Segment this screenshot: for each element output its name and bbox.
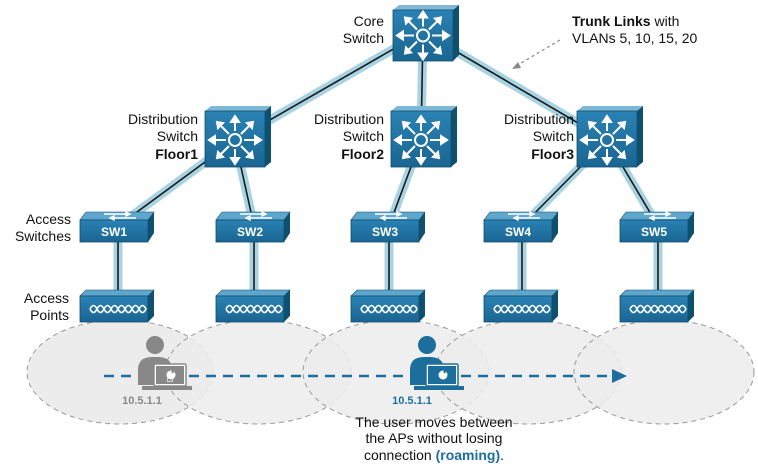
- access-points-label-2: Points: [30, 307, 69, 323]
- dist-label-3-line1: Distribution: [504, 111, 574, 127]
- dist-label-1-line2: Switch: [157, 128, 198, 144]
- dist-label-1-line1: Distribution: [128, 111, 198, 127]
- access-switch-label: SW3: [372, 225, 398, 239]
- trunk-label-rest: with: [651, 13, 680, 29]
- core-switch-label-2: Switch: [343, 30, 384, 46]
- access-switch-sw5: SW5: [619, 210, 695, 243]
- access-point-1: [79, 289, 155, 323]
- access-switch-sw4: SW4: [483, 210, 559, 243]
- access-switches-label-2: Switches: [15, 228, 71, 244]
- roaming-note-line2: the APs without losing: [366, 430, 503, 446]
- distribution-switch-floor1: [204, 106, 271, 168]
- user-laptop-icon: [410, 336, 464, 390]
- distribution-switch-floor2: [390, 106, 457, 168]
- access-switch-label: SW4: [505, 225, 531, 239]
- roaming-note-highlight: (roaming): [436, 447, 501, 463]
- access-point-3: [350, 289, 426, 323]
- trunk-label-bold: Trunk Links: [572, 13, 651, 29]
- access-switch-sw1: SW1: [79, 210, 155, 243]
- access-point-4: [483, 289, 559, 323]
- access-switch-label: SW5: [641, 225, 667, 239]
- roaming-note-pre: connection: [364, 447, 436, 463]
- access-points-label: Access: [24, 290, 69, 306]
- roaming-note-line1: The user moves between: [355, 414, 512, 430]
- roaming-note-line3: connection (roaming).: [364, 447, 504, 463]
- dist-label-3-floor: Floor3: [531, 146, 574, 162]
- roaming-arrow-head: [612, 369, 627, 383]
- access-switch-sw2: SW2: [215, 210, 291, 243]
- dist-label-3-line2: Switch: [533, 128, 574, 144]
- coverage-areas: [26, 319, 755, 425]
- access-points: [79, 289, 695, 323]
- user-ip-previous: 10.5.1.1: [122, 395, 162, 407]
- trunk-pointer: [515, 39, 561, 67]
- trunk-pointer-arrow: [512, 62, 521, 69]
- dist-label-1-floor: Floor1: [155, 146, 198, 162]
- distribution-switch-floor3: [576, 106, 643, 168]
- dist-label-2-line1: Distribution: [314, 111, 384, 127]
- trunk-label-vlans: VLANs 5, 10, 15, 20: [572, 30, 698, 46]
- dist-label-2-line2: Switch: [343, 128, 384, 144]
- access-switch-label: SW2: [237, 225, 263, 239]
- core-switch: [392, 5, 459, 62]
- access-point-2: [215, 289, 291, 323]
- roaming-note-post: .: [500, 447, 504, 463]
- access-switches: SW1 SW2 SW3: [79, 210, 695, 243]
- user-ip-current: 10.5.1.1: [392, 395, 432, 407]
- coverage-area-ap5: [573, 319, 755, 425]
- access-switches-label: Access: [26, 211, 71, 227]
- dist-label-2-floor: Floor2: [341, 146, 384, 162]
- trunk-label: Trunk Links with: [572, 13, 679, 29]
- access-switch-label: SW1: [101, 225, 127, 239]
- core-switch-label: Core: [354, 13, 385, 29]
- access-point-5: [619, 289, 695, 323]
- user-laptop-icon: : [138, 336, 192, 390]
- access-switch-sw3: SW3: [350, 210, 426, 243]
